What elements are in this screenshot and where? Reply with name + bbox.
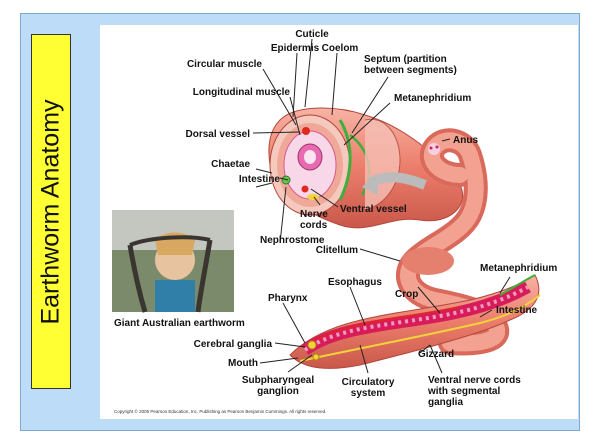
label-circulatory-line1: Circulatory [342,377,395,388]
label-cuticle: Cuticle [295,29,329,40]
label-clitellum: Clitellum [316,245,358,256]
label-gizzard: Gizzard [418,349,454,360]
dorsal-vessel-dot [302,127,310,135]
title-box: Earthworm Anatomy [31,34,71,389]
label-septum-line1: Septum (partition [364,54,447,65]
label-coelom: Coelom [322,43,359,54]
label-ventral-nerve-line1: Ventral nerve cords [428,375,521,386]
label-cerebral-ganglia: Cerebral ganglia [194,339,273,350]
label-subpharyngeal-line1: Subpharyngeal [242,375,314,386]
photo-caption: Giant Australian earthworm [114,318,245,329]
clitellum-shape [402,247,454,275]
label-esophagus: Esophagus [328,277,382,288]
label-chaetae: Chaetae [211,159,250,170]
label-metanephridium-top: Metanephridium [394,93,471,104]
label-anus: Anus [453,135,478,146]
label-ventral-nerve-line2: with segmental [427,386,500,397]
copyright-text: Copyright © 2005 Pearson Education, Inc.… [114,408,326,414]
label-intestine-bottom: Intestine [496,305,538,316]
label-ventral-nerve-line3: ganglia [428,397,463,408]
earthworm-photo [112,210,234,312]
label-crop: Crop [395,289,418,300]
slide-title: Earthworm Anatomy [37,99,66,324]
label-pharynx: Pharynx [268,293,308,304]
label-subpharyngeal-line2: ganglion [257,386,299,397]
label-circulatory-line2: system [351,388,386,399]
label-circular-muscle: Circular muscle [187,59,262,70]
ventral-vessel-dot [302,186,309,193]
label-mouth: Mouth [228,358,258,369]
label-epidermis: Epidermis [271,43,320,54]
nerve-cord-shape [307,194,319,200]
label-intestine-top: Intestine [239,174,281,185]
label-metanephridium-bottom: Metanephridium [480,263,557,274]
label-nerve-cords-line2: cords [300,220,328,231]
label-dorsal-vessel: Dorsal vessel [186,129,251,140]
label-septum-line2: between segments) [364,65,457,76]
label-nerve-cords-line1: Nerve [300,209,328,220]
label-ventral-vessel: Ventral vessel [340,204,407,215]
anatomy-figure: Cuticle Epidermis Coelom Septum (partiti… [100,25,578,419]
label-longitudinal-muscle: Longitudinal muscle [193,87,291,98]
anatomy-diagram: Cuticle Epidermis Coelom Septum (partiti… [100,25,578,419]
